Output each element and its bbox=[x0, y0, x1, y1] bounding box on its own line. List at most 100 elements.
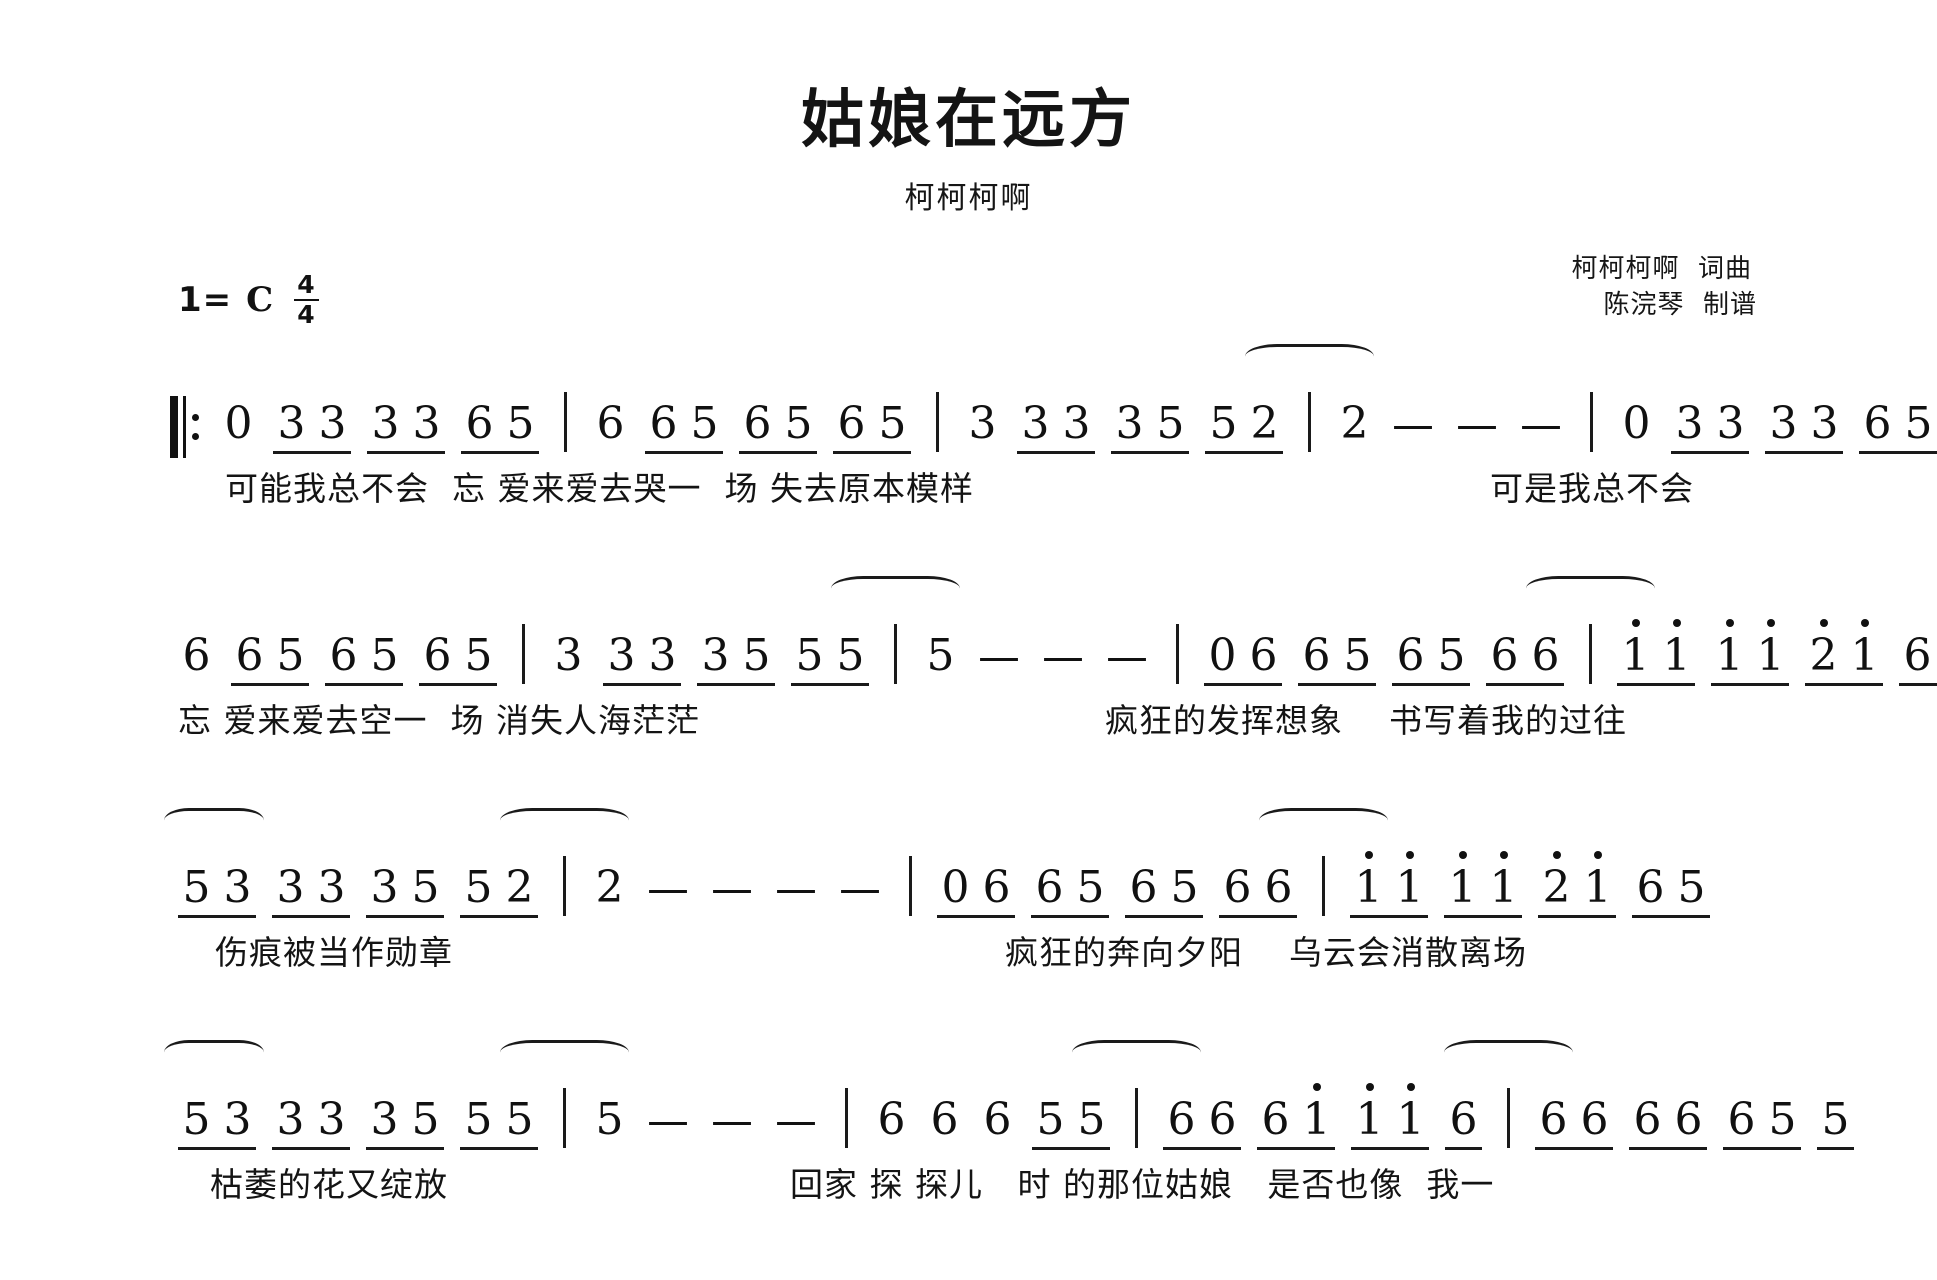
tie-arc bbox=[500, 1040, 629, 1065]
note-group: 6 bbox=[590, 402, 631, 458]
note-number: 6 bbox=[423, 630, 452, 681]
octave-up-dot-icon bbox=[1406, 1083, 1415, 1091]
note-number: 5 bbox=[464, 630, 493, 681]
duration-dash: — bbox=[1456, 400, 1498, 449]
note-number: 5 bbox=[1343, 630, 1372, 681]
duration-dash: — bbox=[978, 632, 1020, 681]
note-number: 3 bbox=[223, 862, 252, 913]
note-number: 5 bbox=[690, 398, 719, 449]
lyric-line: 伤痕被当作勋章 bbox=[215, 933, 453, 972]
octave-up-dot-icon bbox=[1593, 851, 1602, 859]
octave-up-dot-icon bbox=[1819, 619, 1828, 627]
note-number: 5 bbox=[182, 862, 211, 913]
note-number: 5 bbox=[505, 1094, 534, 1145]
slur-arc bbox=[164, 808, 264, 833]
slur-arc bbox=[164, 1040, 264, 1065]
note-number: 6 bbox=[982, 862, 1011, 913]
note-number: 3 bbox=[1021, 398, 1050, 449]
tie-arc bbox=[1072, 1040, 1201, 1065]
note-number: 6 bbox=[1249, 630, 1278, 681]
note-number: 1 bbox=[1390, 1083, 1431, 1142]
credit-composer: 柯柯柯啊 词曲 bbox=[1571, 254, 1752, 284]
note-number: 6 bbox=[1449, 1094, 1478, 1145]
note-number: 6 bbox=[1531, 630, 1560, 681]
note-number: 2 bbox=[595, 862, 624, 913]
barline bbox=[1322, 856, 1325, 916]
note-number: 3 bbox=[1115, 398, 1144, 449]
note-number: 6 bbox=[930, 1094, 959, 1145]
note-number: 6 bbox=[1264, 862, 1293, 913]
note-group: 5 bbox=[920, 634, 961, 690]
note-number: 3 bbox=[412, 398, 441, 449]
note-number: 2 bbox=[1536, 851, 1577, 910]
lyric-line: 可是我总不会 bbox=[1490, 469, 1694, 508]
lyric-line: 可能我总不会 忘 爱来爱去哭一 场 失去原本模样 bbox=[225, 469, 974, 508]
duration-dash: — bbox=[1392, 400, 1434, 449]
note-number: 6 bbox=[1167, 1094, 1196, 1145]
note-number: 6 bbox=[235, 630, 264, 681]
note-number: 3 bbox=[370, 862, 399, 913]
note-number: 1 bbox=[1709, 619, 1750, 678]
note-number: 5 bbox=[370, 630, 399, 681]
note-group: — bbox=[1515, 404, 1567, 458]
note-number: 3 bbox=[1675, 398, 1704, 449]
note-number: 6 bbox=[1903, 630, 1932, 681]
lyric-line: 枯萎的花又绽放 bbox=[210, 1165, 448, 1204]
time-signature-numerator: 4 bbox=[294, 271, 319, 302]
note-number: 6 bbox=[1035, 862, 1064, 913]
note-number: 6 bbox=[182, 630, 211, 681]
note-number: 0 bbox=[1622, 398, 1651, 449]
lyrics-row: 枯萎的花又绽放回家 探 探儿 时 的那位姑娘 是否也像 我一 bbox=[170, 1158, 1937, 1218]
note-number: 3 bbox=[371, 398, 400, 449]
note-group: — bbox=[1451, 404, 1503, 458]
note-number: 6 bbox=[1727, 1094, 1756, 1145]
note-group: — bbox=[706, 868, 758, 922]
note-group: — bbox=[973, 636, 1025, 690]
note-number: 6 bbox=[465, 398, 494, 449]
note-group: 6 bbox=[924, 1098, 965, 1154]
note-number: 5 bbox=[1677, 862, 1706, 913]
note-number: 6 bbox=[1539, 1094, 1568, 1145]
note-number: 3 bbox=[607, 630, 636, 681]
note-number: 6 bbox=[743, 398, 772, 449]
note-group: 3 bbox=[548, 634, 589, 690]
note-number: 3 bbox=[370, 1094, 399, 1145]
note-number: 2 bbox=[1340, 398, 1369, 449]
note-number: 3 bbox=[223, 1094, 252, 1145]
barline bbox=[1176, 624, 1179, 684]
note-number: 1 bbox=[1615, 619, 1656, 678]
note-number: 0 bbox=[1208, 630, 1237, 681]
note-group: — bbox=[834, 868, 886, 922]
note-number: 1 bbox=[1750, 619, 1791, 678]
credit-arranger: 陈浣琴 制谱 bbox=[1603, 289, 1757, 320]
note-number: 3 bbox=[1810, 398, 1839, 449]
duration-dash: — bbox=[1042, 632, 1084, 681]
note-number: 6 bbox=[877, 1094, 906, 1145]
note-number: 6 bbox=[1223, 862, 1252, 913]
note-number: 5 bbox=[784, 398, 813, 449]
barline bbox=[894, 624, 897, 684]
octave-up-dot-icon bbox=[1312, 1083, 1321, 1091]
